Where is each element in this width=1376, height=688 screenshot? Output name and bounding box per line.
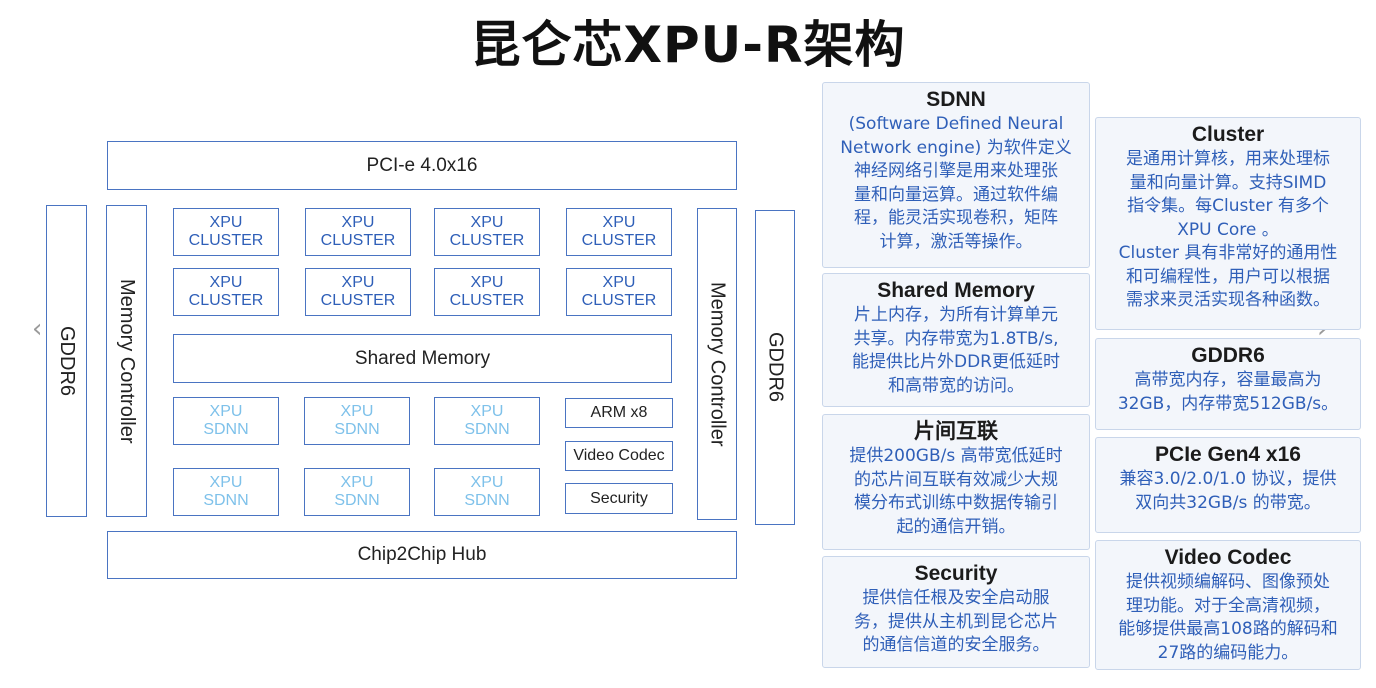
gddr6-right-label: GDDR6 <box>764 332 787 403</box>
interconnect-card: 片间互联 提供200GB/s 高带宽低延时 的芯片间互联有效减少大规 模分布式训… <box>822 414 1090 550</box>
cluster-line2: CLUSTER <box>449 232 525 249</box>
sdnn-line1: XPU <box>209 403 243 420</box>
card-title: PCIe Gen4 x16 <box>1155 443 1301 466</box>
xpu-sdnn-block: XPU SDNN <box>304 397 410 445</box>
memory-controller-right-block: Memory Controller <box>697 208 737 520</box>
card-title: Shared Memory <box>877 279 1035 302</box>
cluster-line1: XPU <box>341 274 375 291</box>
xpu-cluster-block: XPU CLUSTER <box>434 268 540 316</box>
card-title: 片间互联 <box>914 420 998 443</box>
cluster-line2: CLUSTER <box>320 292 396 309</box>
cluster-line2: CLUSTER <box>320 232 396 249</box>
cluster-line1: XPU <box>209 214 243 231</box>
sdnn-line1: XPU <box>470 474 504 491</box>
sdnn-line2: SDNN <box>464 492 510 509</box>
xpu-cluster-block: XPU CLUSTER <box>566 268 672 316</box>
sdnn-line2: SDNN <box>203 492 249 509</box>
xpu-cluster-block: XPU CLUSTER <box>566 208 672 256</box>
memory-controller-left-block: Memory Controller <box>106 205 147 517</box>
cluster-card: Cluster 是通用计算核，用来处理标 量和向量计算。支持SIMD 指令集。每… <box>1095 117 1361 330</box>
cluster-line2: CLUSTER <box>581 292 657 309</box>
card-body: 提供信任根及安全启动服 务，提供从主机到昆仑芯片 的通信信道的安全服务。 <box>854 588 1058 655</box>
gddr6-card: GDDR6 高带宽内存，容量最高为 32GB，内存带宽512GB/s。 <box>1095 338 1361 430</box>
card-title: GDDR6 <box>1191 344 1265 367</box>
cluster-line1: XPU <box>602 214 636 231</box>
sdnn-line1: XPU <box>340 403 374 420</box>
xpu-sdnn-block: XPU SDNN <box>434 468 540 516</box>
xpu-cluster-block: XPU CLUSTER <box>173 268 279 316</box>
card-body: 片上内存，为所有计算单元 共享。内存带宽为1.8TB/s, 能提供比片外DDR更… <box>852 305 1060 396</box>
sdnn-line2: SDNN <box>464 421 510 438</box>
xpu-cluster-block: XPU CLUSTER <box>305 268 411 316</box>
xpu-cluster-block: XPU CLUSTER <box>173 208 279 256</box>
gddr6-right-block: GDDR6 <box>755 210 795 525</box>
sdnn-line1: XPU <box>209 474 243 491</box>
card-title: Cluster <box>1191 123 1265 146</box>
arm-block: ARM x8 <box>565 398 673 428</box>
cluster-line2: CLUSTER <box>449 292 525 309</box>
card-body: 提供200GB/s 高带宽低延时 的芯片间互联有效减少大规 模分布式训练中数据传… <box>849 446 1063 537</box>
card-title: Video Codec <box>1164 546 1292 569</box>
xpu-sdnn-block: XPU SDNN <box>173 397 279 445</box>
sdnn-line2: SDNN <box>203 421 249 438</box>
card-body: 兼容3.0/2.0/1.0 协议，提供 双向共32GB/s 的带宽。 <box>1119 469 1337 513</box>
security-block: Security <box>565 483 673 514</box>
pcie-card: PCIe Gen4 x16 兼容3.0/2.0/1.0 协议，提供 双向共32G… <box>1095 437 1361 533</box>
card-body: (Software Defined Neural Network engine)… <box>840 114 1072 252</box>
cluster-line1: XPU <box>470 214 504 231</box>
card-title: Security <box>914 562 998 585</box>
cluster-line1: XPU <box>209 274 243 291</box>
xpu-cluster-block: XPU CLUSTER <box>305 208 411 256</box>
pcie-block: PCI-e 4.0x16 <box>107 141 737 190</box>
gddr6-left-label: GDDR6 <box>56 325 78 396</box>
video-codec-block: Video Codec <box>565 441 673 471</box>
xpu-cluster-block: XPU CLUSTER <box>434 208 540 256</box>
shared-memory-card: Shared Memory 片上内存，为所有计算单元 共享。内存带宽为1.8TB… <box>822 273 1090 407</box>
cluster-line2: CLUSTER <box>188 292 264 309</box>
card-body: 高带宽内存，容量最高为 32GB，内存带宽512GB/s。 <box>1117 370 1339 414</box>
card-title: SDNN <box>926 88 986 111</box>
xpu-sdnn-block: XPU SDNN <box>434 397 540 445</box>
chip2chip-hub-block: Chip2Chip Hub <box>107 531 737 579</box>
page-title: 昆仑芯XPU-R架构 <box>470 16 906 74</box>
cluster-line1: XPU <box>470 274 504 291</box>
memory-controller-left-label: Memory Controller <box>116 278 138 444</box>
memory-controller-right-label: Memory Controller <box>706 281 729 447</box>
security-card: Security 提供信任根及安全启动服 务，提供从主机到昆仑芯片 的通信信道的… <box>822 556 1090 668</box>
cluster-line2: CLUSTER <box>581 232 657 249</box>
gddr6-left-block: GDDR6 <box>46 205 87 517</box>
prev-arrow-icon[interactable]: ‹ <box>32 314 43 344</box>
xpu-sdnn-block: XPU SDNN <box>173 468 279 516</box>
sdnn-line1: XPU <box>470 403 504 420</box>
sdnn-line2: SDNN <box>334 492 380 509</box>
card-body: 是通用计算核，用来处理标 量和向量计算。支持SIMD 指令集。每Cluster … <box>1118 149 1338 310</box>
cluster-line1: XPU <box>341 214 375 231</box>
video-codec-card: Video Codec 提供视频编解码、图像预处 理功能。对于全高清视频， 能够… <box>1095 540 1361 670</box>
sdnn-line1: XPU <box>340 474 374 491</box>
cluster-line1: XPU <box>602 274 636 291</box>
sdnn-line2: SDNN <box>334 421 380 438</box>
card-body: 提供视频编解码、图像预处 理功能。对于全高清视频， 能够提供最高108路的解码和… <box>1118 572 1338 663</box>
cluster-line2: CLUSTER <box>188 232 264 249</box>
sdnn-card: SDNN (Software Defined Neural Network en… <box>822 82 1090 268</box>
xpu-sdnn-block: XPU SDNN <box>304 468 410 516</box>
shared-memory-block: Shared Memory <box>173 334 672 383</box>
